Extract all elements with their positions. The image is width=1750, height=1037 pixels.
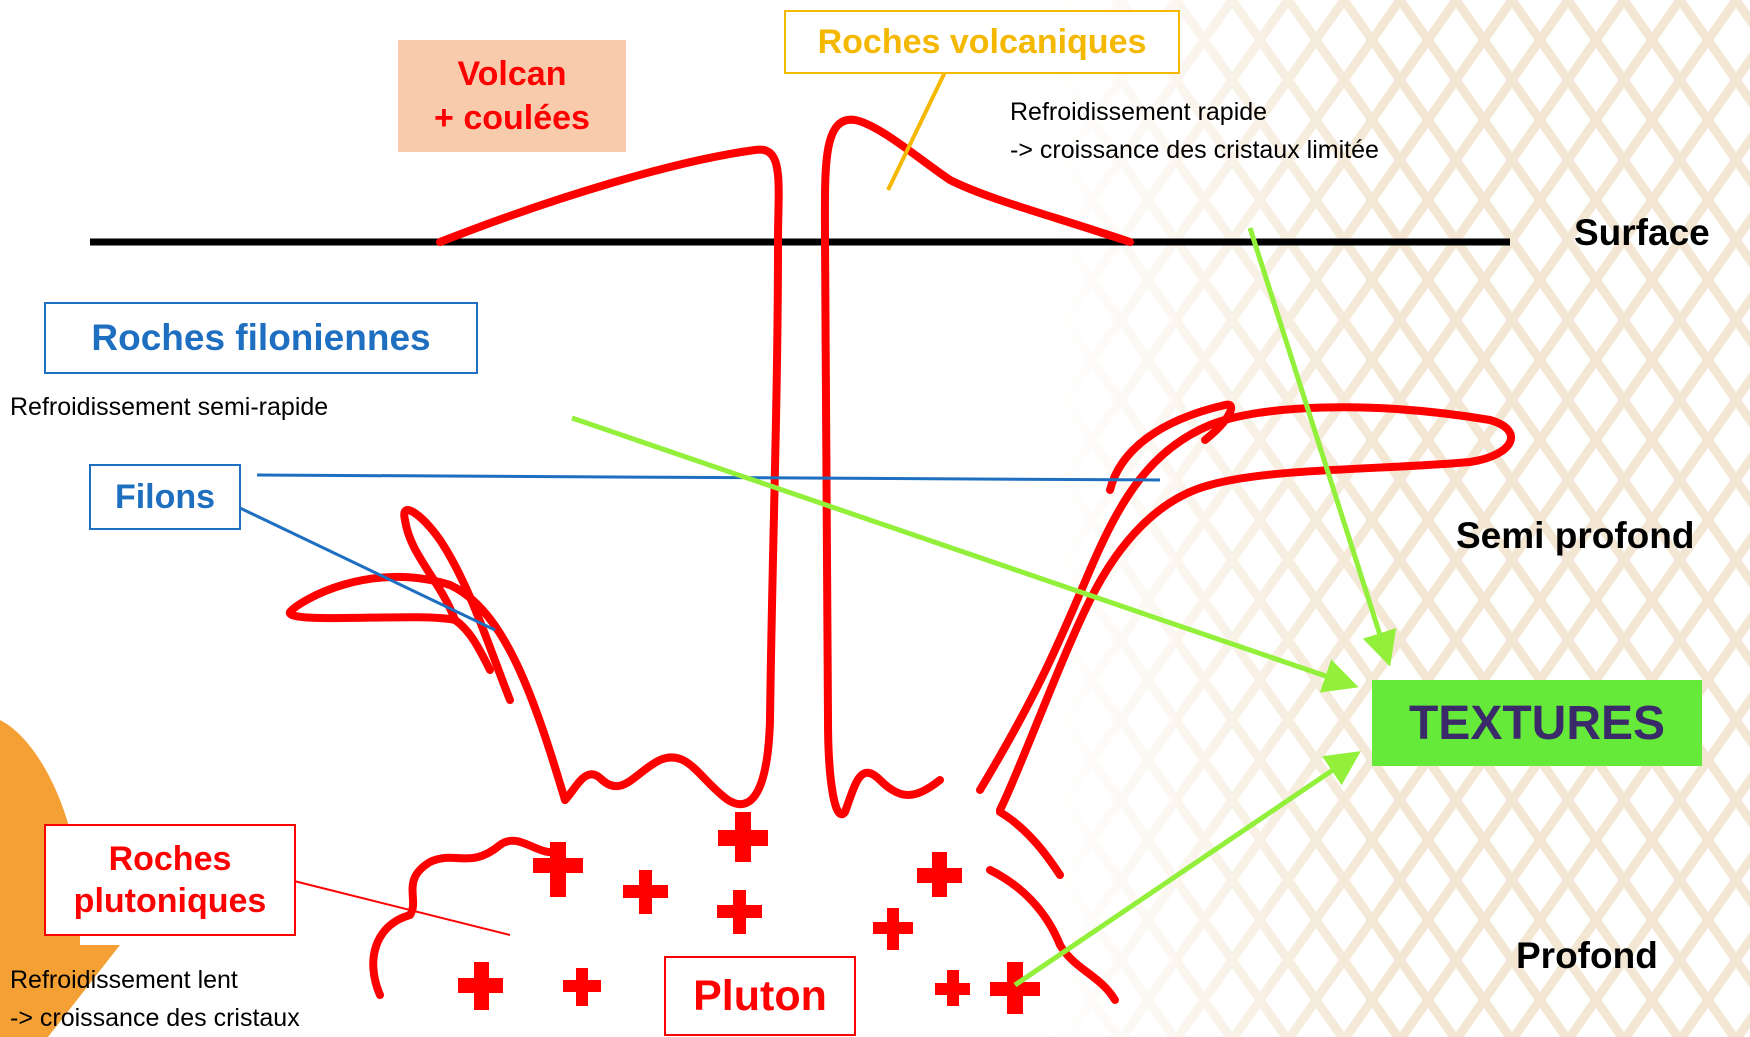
depth-label-semi-profond: Semi profond [1456,515,1694,557]
depth-label-profond: Profond [1516,935,1658,977]
roches-plutoniques-box: Roches plutoniques [44,824,296,936]
filons-box: Filons [89,464,241,530]
roches-filoniennes-box: Roches filoniennes [44,302,478,374]
filonian-cooling-note: Refroidissement semi-rapide [10,389,328,427]
pluton-box: Pluton [664,956,856,1036]
volcan-box: Volcan + coulées [398,40,626,152]
textures-box: TEXTURES [1372,680,1702,766]
volcanic-cooling-note: Refroidissement rapide -> croissance des… [1010,94,1379,169]
plutonic-cooling-note: Refroidissement lent -> croissance des c… [10,962,300,1037]
depth-label-surface: Surface [1574,212,1710,254]
roches-volcaniques-box: Roches volcaniques [784,10,1180,74]
